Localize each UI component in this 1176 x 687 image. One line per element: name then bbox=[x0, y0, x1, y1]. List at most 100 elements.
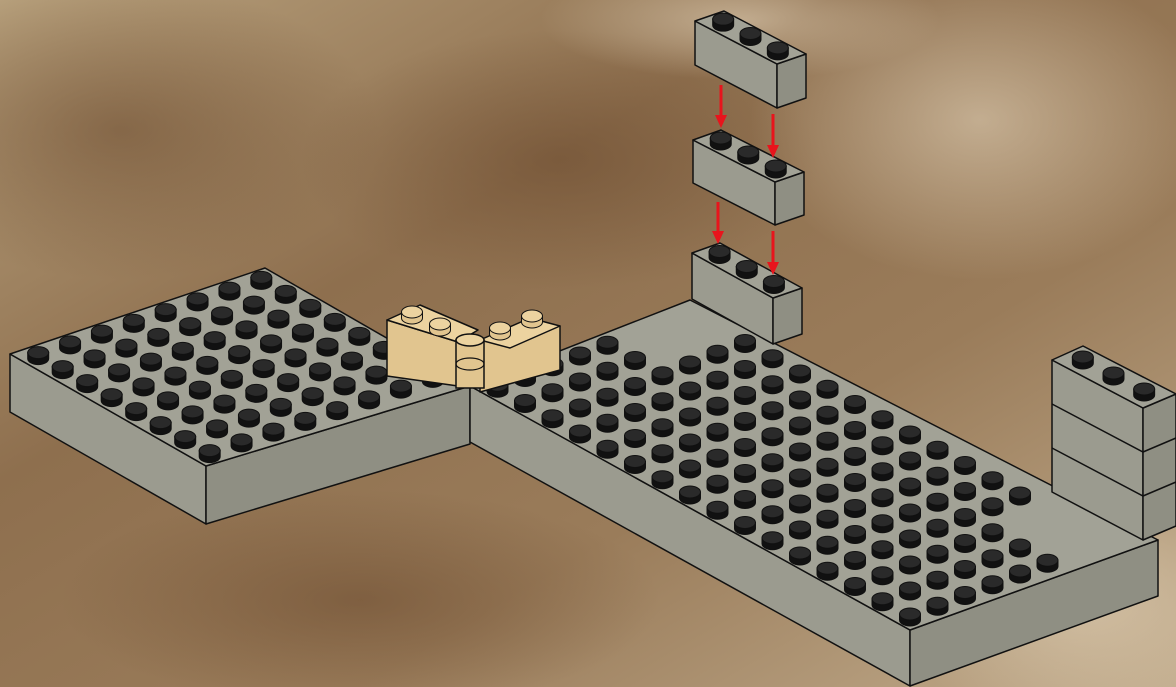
stud bbox=[132, 377, 155, 397]
stud bbox=[734, 386, 756, 405]
stud bbox=[1009, 486, 1031, 506]
stud bbox=[541, 409, 564, 429]
stud bbox=[651, 392, 674, 412]
stud bbox=[706, 422, 729, 442]
stud bbox=[926, 570, 949, 590]
stud bbox=[734, 334, 756, 353]
stud bbox=[596, 387, 619, 407]
stud bbox=[739, 27, 762, 46]
stud bbox=[871, 540, 894, 560]
stud bbox=[926, 596, 949, 616]
stud bbox=[429, 317, 451, 337]
hinge-cylinder-top bbox=[455, 333, 485, 347]
brick-model bbox=[9, 10, 1176, 687]
stud bbox=[348, 326, 371, 346]
stud bbox=[981, 575, 1004, 595]
stud bbox=[154, 303, 177, 323]
stud bbox=[171, 341, 194, 361]
stud bbox=[789, 494, 811, 514]
stud bbox=[514, 394, 536, 413]
stud bbox=[27, 346, 50, 366]
hinge-ring bbox=[455, 357, 485, 371]
stud bbox=[679, 355, 701, 375]
stud bbox=[291, 323, 314, 343]
stud bbox=[260, 334, 283, 354]
stud bbox=[789, 390, 811, 410]
stud bbox=[235, 320, 258, 340]
stud bbox=[90, 324, 113, 344]
stud bbox=[228, 345, 251, 365]
stud bbox=[899, 581, 921, 601]
stud bbox=[844, 395, 866, 414]
stud bbox=[789, 468, 811, 488]
stud bbox=[926, 518, 949, 538]
stud bbox=[926, 492, 949, 512]
stud bbox=[981, 549, 1004, 569]
stud bbox=[188, 380, 211, 400]
stud bbox=[489, 321, 511, 341]
down-arrow bbox=[767, 114, 779, 158]
hinge-brick bbox=[386, 304, 561, 393]
stud bbox=[734, 516, 756, 535]
stud bbox=[981, 471, 1004, 491]
stud bbox=[816, 483, 839, 503]
down-arrow bbox=[712, 202, 724, 244]
stud bbox=[706, 344, 729, 364]
stud bbox=[157, 391, 180, 411]
stud bbox=[365, 365, 388, 385]
stud bbox=[926, 440, 949, 460]
stud bbox=[954, 456, 976, 475]
stud bbox=[844, 551, 866, 570]
stud bbox=[596, 361, 619, 381]
stud bbox=[252, 359, 275, 379]
stud bbox=[737, 145, 760, 165]
stud bbox=[761, 531, 784, 551]
stud bbox=[761, 375, 784, 395]
stud bbox=[981, 523, 1004, 543]
stud bbox=[211, 306, 234, 326]
stud bbox=[569, 424, 591, 444]
stud bbox=[596, 413, 619, 433]
stud bbox=[624, 455, 646, 474]
stud bbox=[596, 335, 619, 355]
stud bbox=[401, 305, 423, 325]
corner-brick-stack-front bbox=[1142, 393, 1176, 541]
stud bbox=[340, 351, 363, 371]
stud bbox=[651, 418, 674, 438]
stud bbox=[954, 586, 976, 605]
stud bbox=[816, 509, 839, 529]
stud bbox=[277, 373, 300, 393]
stud bbox=[83, 349, 106, 369]
stud bbox=[761, 427, 784, 447]
stud bbox=[218, 281, 241, 301]
stud bbox=[237, 408, 260, 428]
stud bbox=[899, 555, 921, 575]
stud bbox=[706, 396, 729, 416]
stud bbox=[844, 421, 866, 440]
stud bbox=[624, 377, 646, 396]
stud bbox=[1009, 564, 1031, 584]
stud bbox=[624, 429, 646, 448]
stud bbox=[899, 477, 921, 497]
stud bbox=[766, 41, 789, 61]
stud bbox=[871, 436, 894, 456]
stud bbox=[294, 411, 317, 431]
stud bbox=[541, 383, 564, 403]
stud bbox=[323, 312, 346, 332]
stud bbox=[269, 397, 292, 417]
stud bbox=[245, 383, 268, 403]
stud bbox=[100, 388, 123, 408]
stud bbox=[242, 295, 265, 315]
stud bbox=[569, 372, 591, 392]
stud bbox=[816, 379, 839, 399]
stud bbox=[309, 362, 332, 382]
stud bbox=[899, 451, 921, 471]
stud bbox=[1036, 553, 1059, 573]
stud bbox=[301, 387, 324, 407]
stud bbox=[164, 366, 187, 386]
placed-brick bbox=[691, 242, 803, 345]
stud bbox=[762, 275, 785, 294]
stud bbox=[624, 351, 646, 370]
stud bbox=[954, 508, 976, 527]
stud bbox=[569, 398, 591, 418]
